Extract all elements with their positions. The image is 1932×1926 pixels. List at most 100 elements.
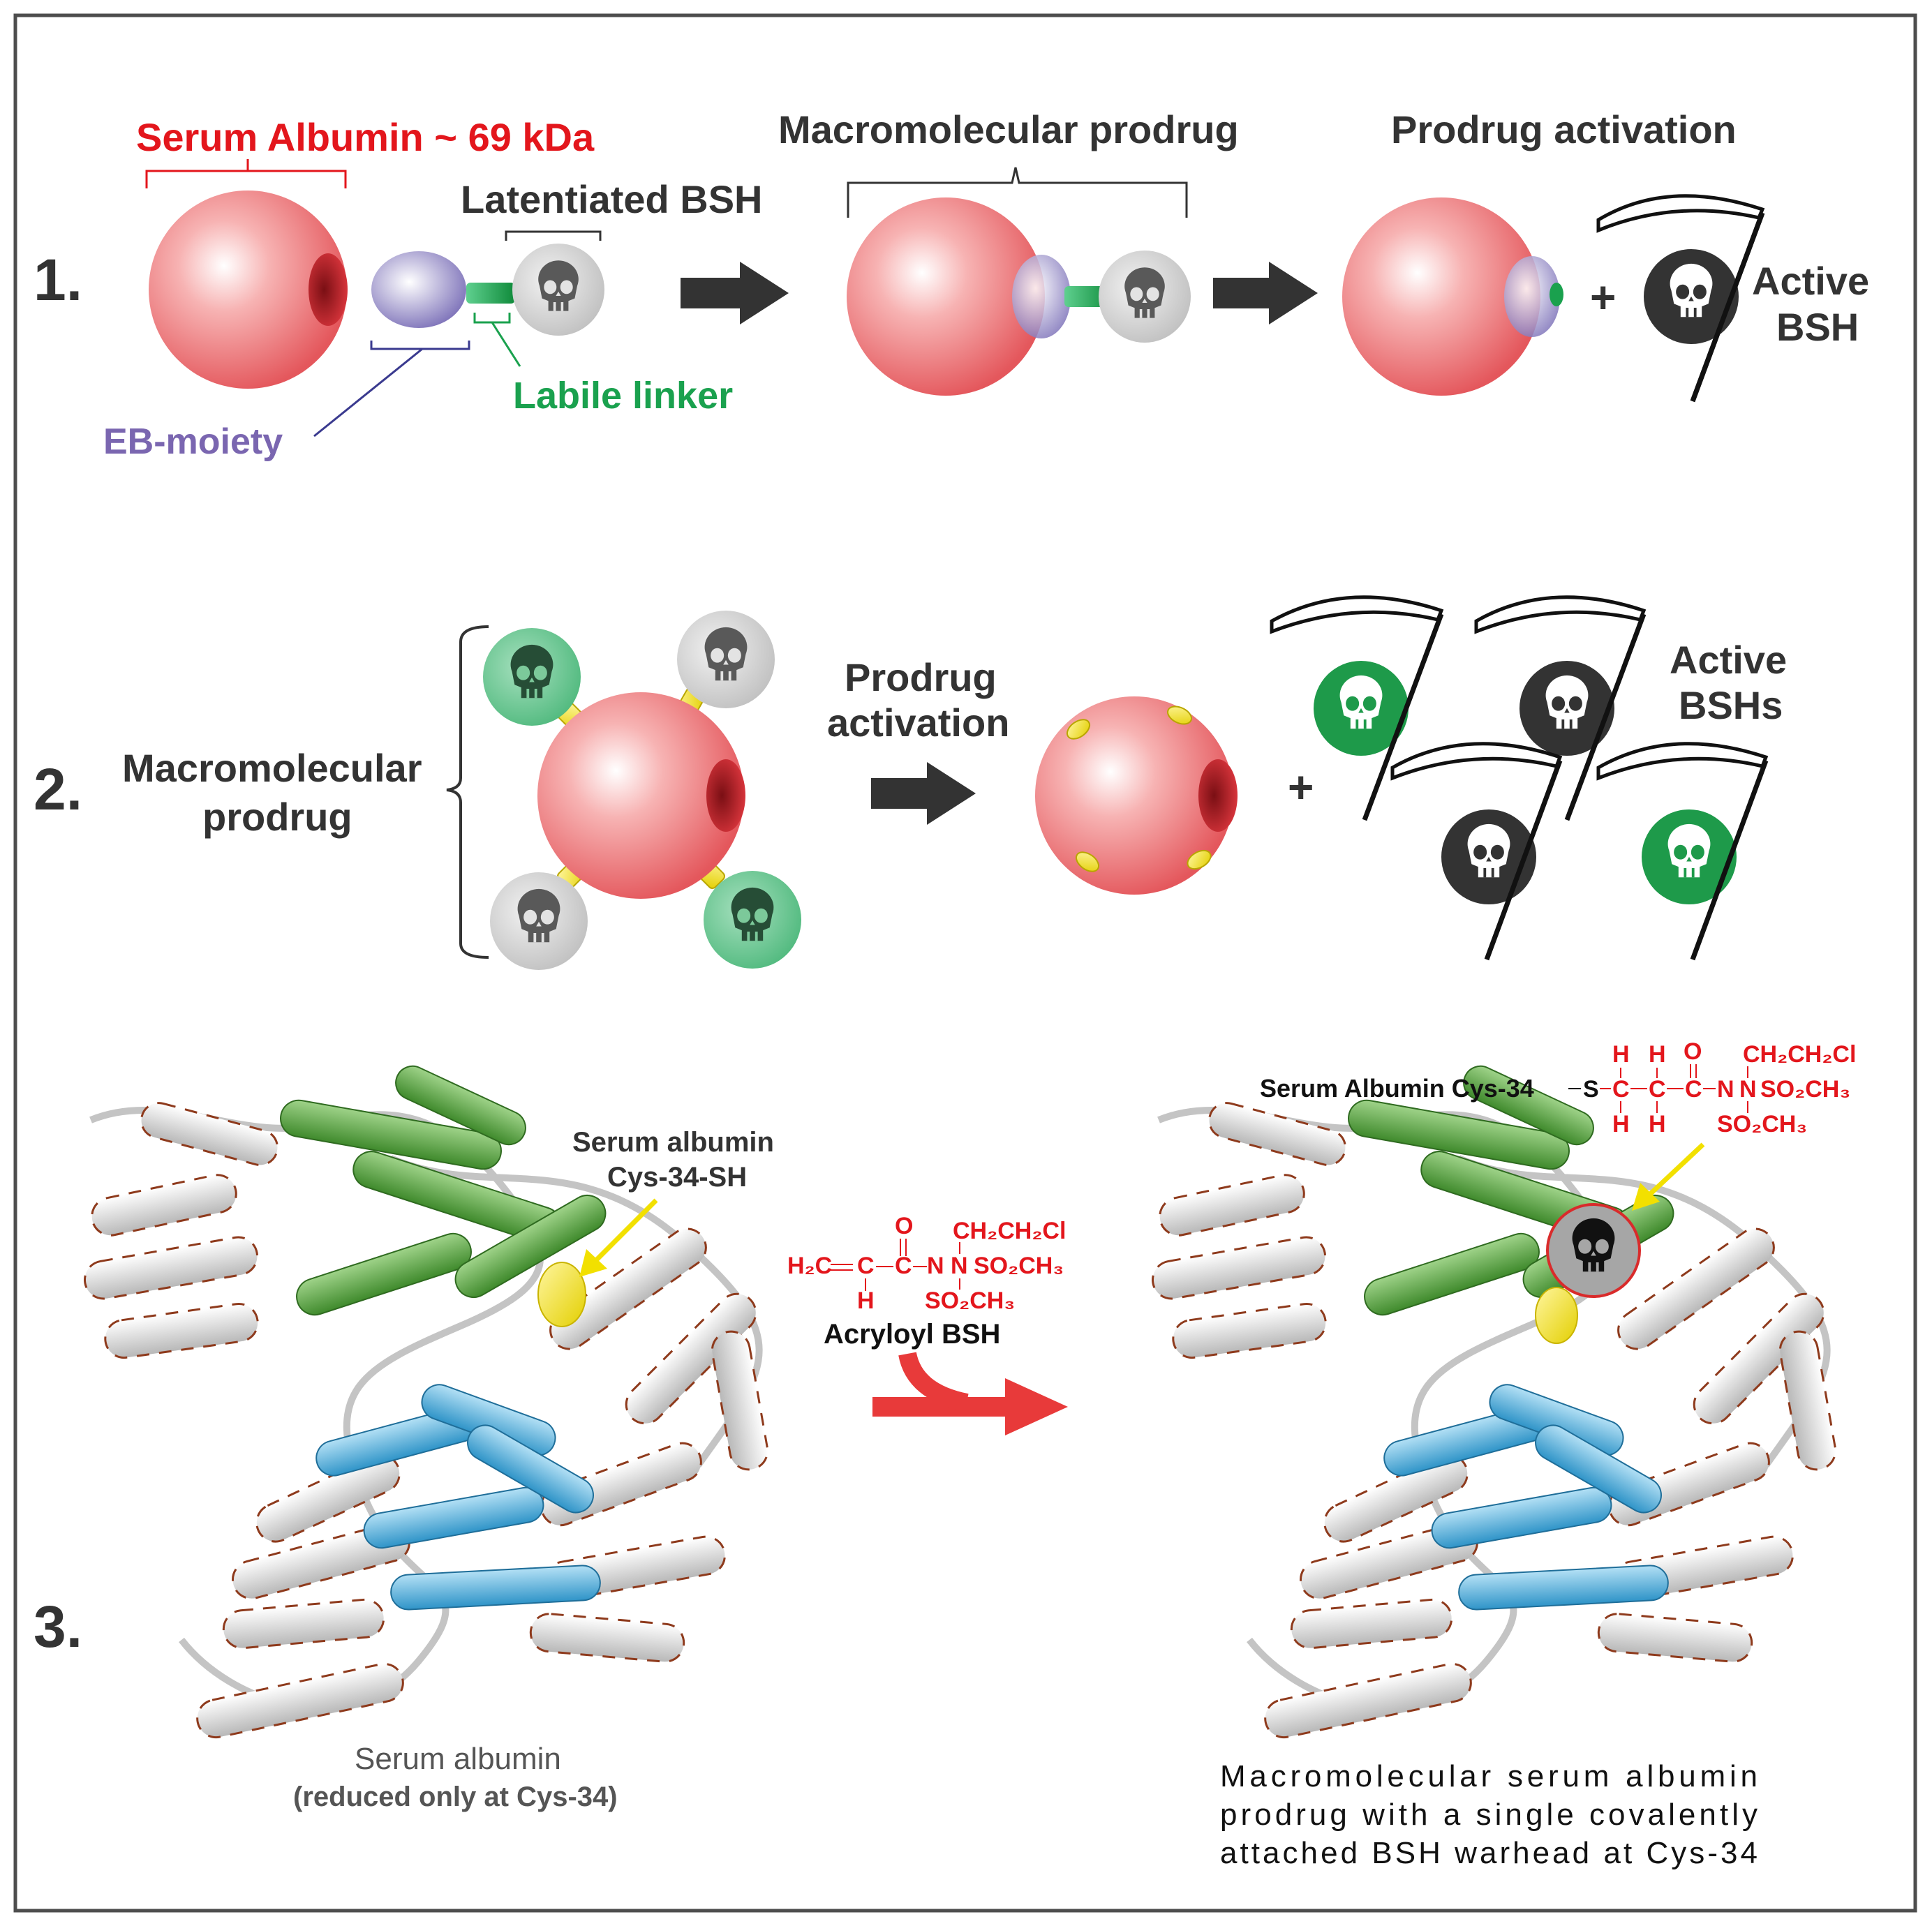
reaction-arrow: [872, 1352, 1068, 1435]
conj-n1: N: [1717, 1076, 1734, 1103]
skull-icon: [510, 644, 553, 699]
scythe-blade-icon: [1474, 595, 1647, 634]
labile-linker-stem: [466, 283, 515, 304]
albumin-sphere: [149, 191, 348, 389]
cys34-label-2: Cys-34-SH: [607, 1162, 747, 1193]
eb-moiety-label: EB-moiety: [103, 421, 283, 462]
scythe-blade-icon: [1596, 194, 1765, 233]
arrow-2: [871, 762, 976, 825]
linker-bracket: [473, 313, 511, 324]
acryloyl-bot: SO₂CH₃: [925, 1287, 1015, 1314]
acryloyl-mid: SO₂CH₃: [974, 1253, 1064, 1279]
acryloyl-h2c: H₂C: [787, 1253, 832, 1279]
conj-h2-top: H: [1649, 1041, 1666, 1068]
linker-label: Labile linker: [513, 375, 733, 417]
skull-icon: [517, 888, 560, 943]
macro-prodrug-label: Macromolecular prodrug: [778, 107, 1239, 151]
active-bsh-dark-1: [1474, 595, 1647, 821]
acryloyl-top: CH₂CH₂Cl: [953, 1218, 1066, 1244]
skull-icon: [1670, 263, 1713, 318]
arrow-1b: [1213, 262, 1318, 324]
warhead-arrow-line: [1645, 1142, 1705, 1199]
cys34-arrow-head: [579, 1249, 607, 1277]
albumin-label: Serum Albumin ~ 69 kDa: [136, 115, 595, 159]
acryloyl-c1: C: [857, 1253, 875, 1279]
cys34-label-1: Serum albumin: [572, 1127, 774, 1158]
active-bsh-green-2: [1596, 742, 1769, 961]
macro-prodrug-label-2: prodrug: [202, 795, 352, 839]
skull-icon: [704, 627, 748, 681]
acryloyl-bsh-structure: H₂C C H C O N N CH₂CH₂Cl SO₂CH₃ SO₂CH₃: [787, 1213, 1066, 1314]
conj-c2: C: [1649, 1076, 1666, 1103]
arrow-1a: [681, 262, 789, 324]
conj-h1-bot: H: [1612, 1111, 1630, 1137]
macro-bracket: [847, 167, 1188, 218]
scythe-blade-icon: [1270, 595, 1444, 634]
skull-icon: [1339, 675, 1383, 729]
cys34-arrow-line: [591, 1198, 658, 1265]
plus-1: +: [1590, 272, 1616, 322]
latentiated-label: Latentiated BSH: [461, 177, 763, 221]
left-caption-1: Serum albumin: [355, 1742, 561, 1776]
acryloyl-o: O: [895, 1213, 913, 1239]
linker-pointer-line: [491, 322, 521, 367]
skull-icon: [1667, 823, 1711, 878]
acryloyl-h: H: [857, 1287, 875, 1314]
acryloyl-bsh-label: Acryloyl BSH: [824, 1319, 1000, 1350]
conj-h2-bot: H: [1649, 1111, 1666, 1137]
conj-c3: C: [1685, 1076, 1702, 1103]
conjugate-prefix: Serum Albumin Cys-34: [1260, 1074, 1534, 1103]
active-bsh-label-2: BSH: [1776, 305, 1859, 349]
conj-n2: N: [1739, 1076, 1757, 1103]
acryloyl-n1: N: [927, 1253, 944, 1279]
acryloyl-c2: C: [895, 1253, 912, 1279]
panel-2: 2. Macromolecular prodrug: [34, 595, 1787, 970]
conj-top: CH₂CH₂Cl: [1743, 1041, 1856, 1068]
prodrug-activation-label: Prodrug activation: [1391, 107, 1737, 151]
skull-icon: [1545, 675, 1589, 729]
conj-mid: SO₂CH₃: [1760, 1076, 1850, 1103]
macro-prodrug-assembly: [847, 197, 1191, 396]
right-caption-2: prodrug with a single covalently: [1220, 1798, 1758, 1832]
skull-icon: [538, 260, 579, 311]
acryloyl-n2: N: [951, 1253, 968, 1279]
conj-c1: C: [1612, 1076, 1630, 1103]
panel-3: 3.: [34, 1038, 1856, 1870]
eb-moiety-ellipse: [371, 251, 466, 328]
conj-h1-top: H: [1612, 1041, 1630, 1068]
panel-1-number: 1.: [34, 247, 82, 313]
panel-1: 1. Serum Albumin ~ 69 kDa Latentiated BS…: [34, 107, 1869, 462]
attached-bsh-warhead: [1546, 1203, 1641, 1298]
right-caption-1: Macromolecular serum albumin: [1220, 1759, 1758, 1793]
skull-icon: [1467, 823, 1510, 878]
active-bsh: [1596, 194, 1765, 403]
active-bsh-green-1: [1270, 595, 1444, 821]
panel-3-number: 3.: [34, 1594, 82, 1659]
albumin-bracket: [145, 159, 347, 188]
protein-structure-left: [83, 1065, 769, 1739]
right-caption-3: attached BSH warhead at Cys-34: [1220, 1836, 1758, 1870]
scythe-blade-icon: [1596, 742, 1769, 781]
left-caption-2: (reduced only at Cys-34): [293, 1782, 618, 1812]
eb-pointer-line: [313, 348, 423, 438]
activation-label-1: Prodrug: [845, 655, 997, 699]
skull-icon: [1124, 267, 1165, 318]
macro-prodrug-label-1: Macromolecular: [122, 746, 422, 790]
latentiated-bracket: [505, 230, 602, 241]
conjugate-formula: S C H H C H H C O N N CH₂CH₂Cl SO₂CH₃: [1583, 1038, 1856, 1137]
spent-albumin: [1035, 696, 1238, 895]
latentiated-bsh: [512, 244, 604, 336]
skull-icon: [1572, 1218, 1615, 1272]
conj-bot: SO₂CH₃: [1717, 1111, 1807, 1137]
multi-prodrug: [483, 611, 801, 970]
conj-o: O: [1684, 1038, 1702, 1065]
warhead-arrow-head: [1632, 1183, 1660, 1211]
figure-frame: [13, 13, 1917, 1913]
activated-albumin: [1342, 197, 1563, 396]
active-bshs-label-2: BSHs: [1679, 683, 1783, 727]
protein-structure-right: [1151, 1065, 1837, 1739]
active-bsh-label-1: Active: [1752, 259, 1869, 303]
activation-label-2: activation: [827, 701, 1009, 745]
active-bshs-label-1: Active: [1670, 638, 1787, 682]
